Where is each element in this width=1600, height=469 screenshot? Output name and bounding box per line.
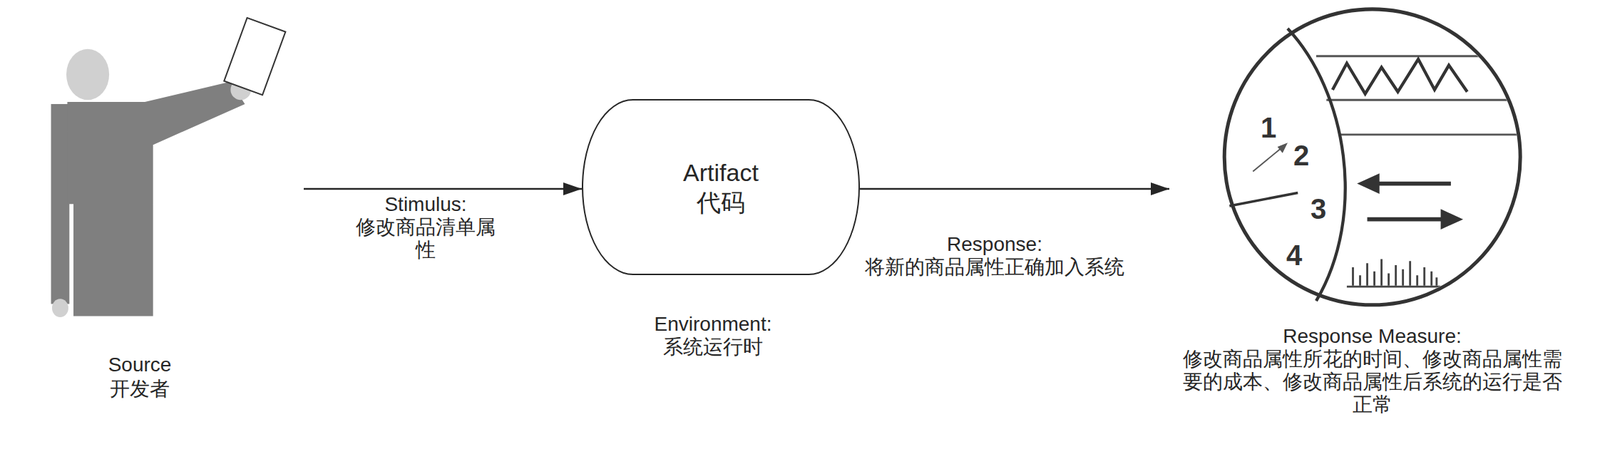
figure-head <box>66 49 110 101</box>
role-value: 修改商品属性所花的时间、修改商品属性需要的成本、修改商品属性后系统的运行是否正常 <box>1177 347 1567 417</box>
chart-line <box>1338 133 1526 136</box>
paper-sheet <box>223 17 286 95</box>
measure-icon <box>1224 9 1526 306</box>
dial-needle <box>1229 192 1298 207</box>
callout-number: 2 <box>1286 138 1316 173</box>
role-heading: Source <box>21 352 259 378</box>
response-measure-icon: Response Measure:修改商品属性所花的时间、修改商品属性需要的成本… <box>1169 7 1576 435</box>
environment-label: Environment: 系统运行时 <box>606 313 820 359</box>
response-label: Response: 将新的商品属性正确加入系统 <box>852 233 1138 279</box>
left-arrow <box>1375 181 1451 187</box>
right-arrow-head <box>1440 208 1464 230</box>
small-pointer <box>1252 147 1282 172</box>
chart-line <box>1326 99 1526 102</box>
text-group: Response Measure:修改商品属性所花的时间、修改商品属性需要的成本… <box>1177 325 1567 417</box>
source-actor: Source开发者 <box>21 14 304 410</box>
text-group: Source开发者 <box>21 352 259 402</box>
role-heading: Artifact <box>583 157 859 188</box>
role-heading: Response Measure: <box>1177 325 1567 348</box>
text-group: Artifact代码 <box>583 157 859 218</box>
bar-chart <box>1346 258 1441 287</box>
left-arrow-head <box>1356 173 1379 194</box>
figure-arm <box>51 104 70 304</box>
flow-arrow <box>303 188 582 191</box>
zigzag-signal <box>1332 59 1468 95</box>
small-pointer-head <box>1277 142 1288 153</box>
callout-number: 1 <box>1254 110 1283 145</box>
callout-number: 4 <box>1279 238 1309 273</box>
artifact-box: Artifact代码 <box>581 99 860 276</box>
role-value: 开发者 <box>21 377 259 402</box>
role-value: 代码 <box>583 187 859 218</box>
developer-figure <box>51 17 286 318</box>
figure-body <box>67 81 245 316</box>
right-arrow <box>1367 217 1444 222</box>
figure-hand <box>52 298 69 318</box>
chart-line <box>1316 54 1526 58</box>
stimulus-label: Stimulus: 修改商品清单属性 <box>354 193 497 262</box>
callout-number: 3 <box>1304 191 1333 227</box>
flow-arrow <box>859 188 1170 191</box>
dial-circle <box>1224 9 1521 306</box>
